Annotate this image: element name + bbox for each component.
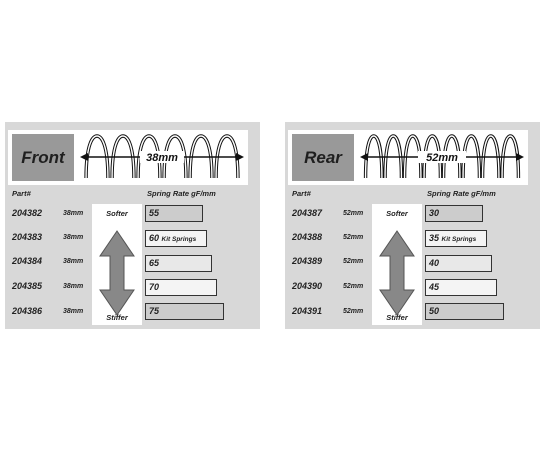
rate-bar: 50 bbox=[425, 303, 504, 320]
rate-bar: 70 bbox=[145, 279, 217, 296]
part-number: 204386 bbox=[12, 306, 43, 316]
front-header: Front 38mm bbox=[8, 130, 248, 185]
rate-bar: 45 bbox=[425, 279, 497, 296]
front-spring-diagram: 38mm bbox=[80, 134, 244, 179]
softer-label: Softer bbox=[386, 209, 408, 218]
rate-value: 75 bbox=[149, 306, 160, 316]
rate-bar: 35 Kit Springs bbox=[425, 230, 487, 247]
spring-length: 52mm bbox=[343, 283, 364, 290]
rate-value: 30 bbox=[429, 208, 440, 218]
spring-length: 52mm bbox=[343, 234, 364, 241]
coil-turn-highlight bbox=[189, 135, 213, 179]
rate-value: 45 bbox=[429, 282, 440, 292]
rear-header: Rear 52mm bbox=[288, 130, 528, 185]
spring-length: 38mm bbox=[63, 258, 84, 265]
part-number: 204382 bbox=[12, 208, 43, 218]
rear-title-box: Rear bbox=[292, 134, 354, 181]
kit-springs-note: Kit Springs bbox=[161, 236, 197, 243]
front-title-box: Front bbox=[12, 134, 74, 181]
front-stiffness-scale: Softer Stiffer bbox=[92, 204, 142, 325]
part-number: 204389 bbox=[292, 256, 323, 266]
front-spring-label: 38mm bbox=[146, 152, 178, 164]
double-arrow-icon bbox=[99, 230, 135, 316]
part-number: 204391 bbox=[292, 306, 323, 316]
rear-rate-header: Spring Rate gF/mm bbox=[427, 189, 496, 198]
coil-turn-highlight bbox=[111, 135, 135, 179]
rate-bar: 60 Kit Springs bbox=[145, 230, 207, 247]
spring-length: 38mm bbox=[63, 308, 84, 315]
part-number: 204387 bbox=[292, 208, 323, 218]
front-dimension-arrow: 38mm bbox=[80, 151, 244, 164]
rate-value: 55 bbox=[149, 208, 160, 218]
softer-label: Softer bbox=[106, 209, 128, 218]
rate-bar: 40 bbox=[425, 255, 492, 272]
rate-bar: 75 bbox=[145, 303, 224, 320]
kit-springs-note: Kit Springs bbox=[441, 236, 477, 243]
spring-length: 38mm bbox=[63, 234, 84, 241]
rear-spring-label: 52mm bbox=[426, 152, 458, 164]
front-title: Front bbox=[21, 147, 65, 167]
front-rate-header: Spring Rate gF/mm bbox=[147, 189, 216, 198]
stiffer-label: Stiffer bbox=[106, 313, 128, 322]
front-panel: Front 38mm Part# Spring Rate gF/mm 20438… bbox=[5, 122, 260, 329]
rate-bar: 55 bbox=[145, 205, 203, 222]
rate-value: 70 bbox=[149, 282, 160, 292]
rate-value: 65 bbox=[149, 258, 160, 268]
part-number: 204390 bbox=[292, 281, 323, 291]
rear-part-header: Part# bbox=[292, 189, 311, 198]
double-arrow-icon bbox=[379, 230, 415, 316]
coil-turn-highlight bbox=[481, 135, 500, 179]
rear-stiffness-scale: Softer Stiffer bbox=[372, 204, 422, 325]
spring-length: 38mm bbox=[63, 283, 84, 290]
part-number: 204385 bbox=[12, 281, 43, 291]
part-number: 204388 bbox=[292, 232, 323, 242]
rate-value: 50 bbox=[429, 306, 440, 316]
rate-bar: 30 bbox=[425, 205, 483, 222]
rear-spring-diagram: 52mm bbox=[360, 134, 524, 179]
spring-length: 52mm bbox=[343, 210, 364, 217]
rear-dimension-arrow: 52mm bbox=[360, 151, 524, 164]
part-number: 204384 bbox=[12, 256, 43, 266]
rate-value: 60 bbox=[149, 233, 160, 243]
rate-value: 35 bbox=[429, 233, 440, 243]
part-number: 204383 bbox=[12, 232, 43, 242]
stiffer-label: Stiffer bbox=[386, 313, 408, 322]
rate-bar: 65 bbox=[145, 255, 212, 272]
rear-title: Rear bbox=[304, 147, 342, 167]
rear-panel: Rear 52mm Part# Spring Rate gF/mm 204387… bbox=[285, 122, 540, 329]
spring-length: 52mm bbox=[343, 258, 364, 265]
coil-turn-highlight bbox=[384, 135, 403, 179]
rate-value: 40 bbox=[429, 258, 440, 268]
spring-length: 38mm bbox=[63, 210, 84, 217]
front-part-header: Part# bbox=[12, 189, 31, 198]
spring-length: 52mm bbox=[343, 308, 364, 315]
